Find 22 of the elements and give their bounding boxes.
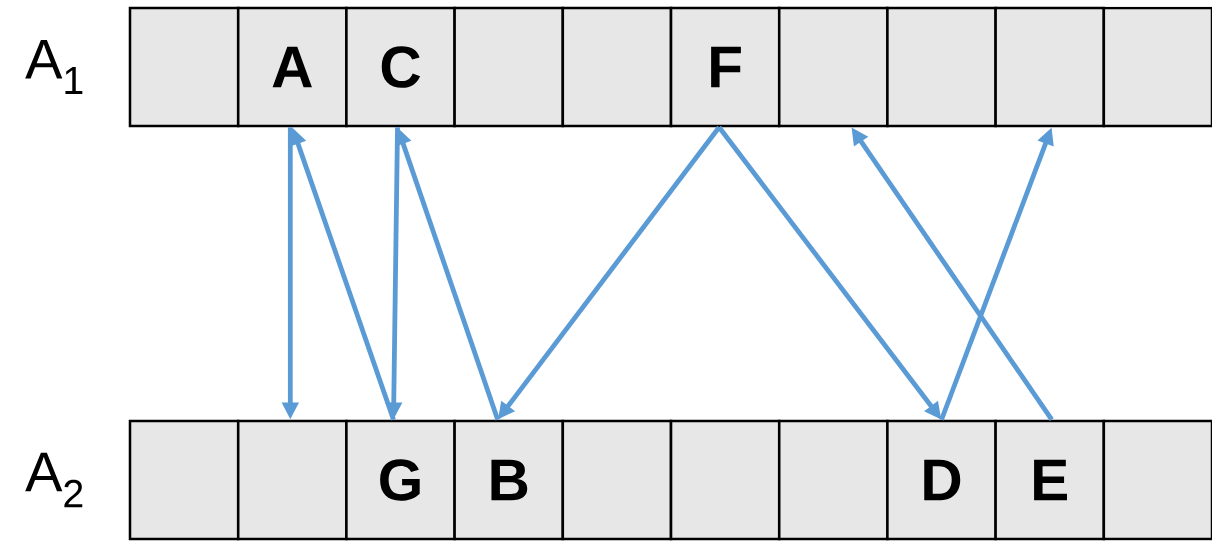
empty-cell bbox=[561, 6, 673, 128]
empty-cell bbox=[236, 419, 348, 541]
letter-cell: E bbox=[994, 419, 1106, 541]
row-label: A$_{2}$ bbox=[25, 452, 83, 508]
letter-cell: D bbox=[886, 419, 997, 541]
letter-cell: B bbox=[453, 419, 565, 541]
empty-cell bbox=[669, 419, 781, 541]
empty-cell bbox=[777, 419, 889, 541]
empty-cell bbox=[128, 419, 240, 541]
empty-cell bbox=[994, 6, 1106, 128]
letter-cell: G bbox=[345, 419, 456, 541]
empty-cell bbox=[1102, 6, 1212, 128]
empty-cell bbox=[561, 419, 673, 541]
empty-cell bbox=[453, 6, 565, 128]
empty-cell bbox=[1102, 419, 1212, 541]
empty-cell bbox=[128, 6, 240, 128]
letter-cell: A bbox=[236, 6, 348, 128]
empty-cell bbox=[777, 6, 889, 128]
empty-cell bbox=[886, 6, 997, 128]
letter-cell: C bbox=[345, 6, 456, 128]
row-label: A$_{1}$ bbox=[25, 39, 83, 95]
letter-cell: F bbox=[669, 6, 781, 128]
